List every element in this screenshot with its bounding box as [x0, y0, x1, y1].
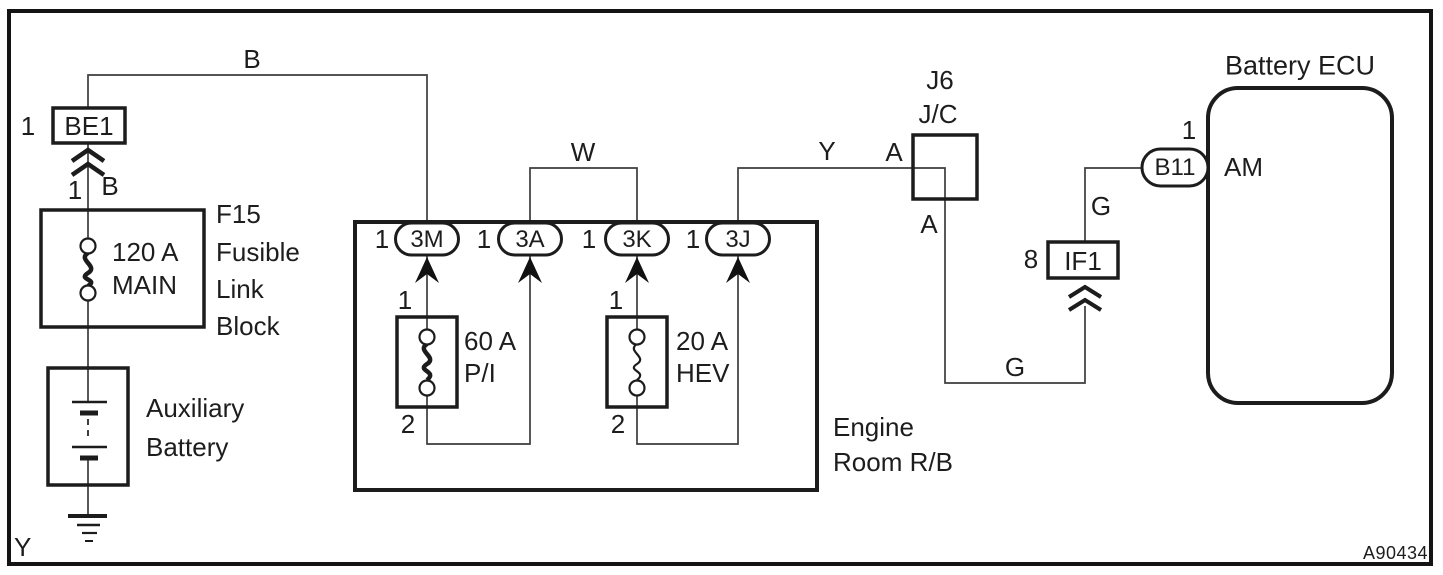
- fuse-pi-pin-bottom: 2: [400, 409, 416, 439]
- f15-fuse-name-label: MAIN: [112, 270, 177, 300]
- if1-connector-label: IF1: [1064, 246, 1102, 276]
- be1-pin-below-label: 1: [67, 175, 83, 205]
- wire-fuse-pi-to-3a: [426, 255, 531, 445]
- wire-label-g-upper: G: [1090, 191, 1112, 221]
- fuse-terminal: [628, 379, 646, 397]
- ground-icon: [68, 514, 107, 542]
- f15-desc-line: Link: [216, 274, 264, 304]
- engine-room-rb-label: Room R/B: [833, 447, 953, 477]
- connector-b11-oval: [1140, 147, 1210, 188]
- if1-box: [1046, 240, 1120, 280]
- engine-room-rb-label: Engine: [833, 412, 914, 442]
- aux-battery-label: Auxiliary: [146, 393, 245, 423]
- connector-3k-oval: [604, 221, 670, 257]
- b11-connector-label: B11: [1154, 154, 1196, 181]
- connector-3j-label: 3J: [725, 226, 751, 253]
- fuse-hev-box: [605, 315, 669, 409]
- component-layer: [39, 86, 1394, 492]
- fuse-terminal: [418, 379, 436, 397]
- j6-pin-in-label: A: [885, 137, 903, 167]
- wire-label-g-lower: G: [1004, 352, 1026, 382]
- wire-fuse-hev-to-3j: [636, 255, 739, 445]
- fuse-terminal: [79, 284, 97, 302]
- aux-battery-box: [46, 366, 130, 487]
- connector-3k-label: 3K: [622, 226, 652, 253]
- connector-3m-label: 3M: [410, 226, 444, 253]
- f15-desc-line: Fusible: [216, 237, 300, 267]
- arrow-icon-3k: [625, 257, 649, 283]
- fuse-hev-name: HEV: [676, 358, 730, 388]
- figure-code: A90434: [1362, 543, 1428, 563]
- battery-ecu-title: Battery ECU: [1224, 50, 1376, 81]
- diagram-border: [7, 9, 1433, 566]
- fuse-terminal: [79, 237, 97, 255]
- f15-box: [39, 208, 206, 329]
- fuse-terminal: [628, 328, 646, 346]
- fuse-pi-box: [395, 315, 459, 409]
- fuse-pi-pin-top: 1: [397, 285, 413, 315]
- if1-pin-label: 8: [1023, 244, 1039, 274]
- b11-pin-label: 1: [1181, 115, 1197, 145]
- connector-3a-label: 3A: [515, 226, 545, 253]
- wire-label-y: Y: [818, 136, 836, 166]
- wire-label-b-main: B: [243, 44, 261, 74]
- j6-pin-out-label: A: [920, 209, 938, 239]
- be1-pin-label: 1: [20, 111, 36, 141]
- aux-battery-label: Battery: [146, 432, 229, 462]
- wire-label-b-lower: B: [101, 171, 119, 201]
- arrow-icon-3m: [415, 257, 439, 283]
- fuse-hev-pin-bottom: 2: [610, 409, 626, 439]
- wire-label-w: W: [570, 137, 596, 167]
- j6-box: [911, 133, 979, 201]
- ecu-terminal-label: AM: [1224, 152, 1263, 182]
- connector-3a-oval: [497, 221, 563, 257]
- f15-code-label: F15: [216, 199, 261, 229]
- connector-3m-oval: [394, 221, 460, 257]
- fuse-pi-rating: 60 A: [464, 326, 517, 356]
- connector-3j-oval: [705, 221, 771, 257]
- f15-rating-label: 120 A: [112, 237, 179, 267]
- connector-3a-pin: 1: [476, 224, 492, 254]
- fuse-terminal: [418, 328, 436, 346]
- be1-box: [51, 106, 127, 145]
- wire-b-main: [87, 74, 428, 223]
- corner-label-y: Y: [14, 532, 32, 562]
- connector-3j-pin: 1: [685, 224, 701, 254]
- fuse-pi-name: P/I: [464, 358, 496, 388]
- chevron-icon-if1: [1067, 284, 1103, 312]
- connector-3m-pin: 1: [374, 224, 390, 254]
- connector-layer: [394, 147, 1210, 257]
- j6-code-label: J6: [926, 65, 954, 95]
- arrow-icon-3a: [518, 257, 542, 283]
- f15-desc-line: Block: [216, 311, 280, 341]
- j6-type-label: J/C: [918, 99, 958, 129]
- wire-j6-to-if1: [913, 167, 1086, 384]
- wire-w-bridge: [529, 167, 638, 222]
- arrow-icon-3j: [726, 257, 750, 283]
- be1-connector-label: BE1: [64, 111, 114, 141]
- wire-if1-to-b11: [1084, 167, 1143, 242]
- fuse-hev-rating: 20 A: [676, 326, 729, 356]
- fuse-symbol-layer: [79, 237, 646, 397]
- chevron-layer: [70, 147, 1103, 312]
- connector-3k-pin: 1: [581, 224, 597, 254]
- wire-y: [737, 167, 913, 222]
- fuse-icon-hev: [632, 343, 642, 381]
- battery-ecu-box: [1206, 86, 1394, 405]
- fusible-link-icon-main: [82, 251, 94, 288]
- battery-icon: [72, 400, 107, 461]
- engine-room-rb-box: [353, 220, 819, 492]
- arrow-layer: [415, 257, 750, 283]
- chevron-icon-be1: [70, 147, 106, 177]
- fusible-link-icon-pi: [421, 342, 433, 382]
- fuse-hev-pin-top: 1: [608, 285, 624, 315]
